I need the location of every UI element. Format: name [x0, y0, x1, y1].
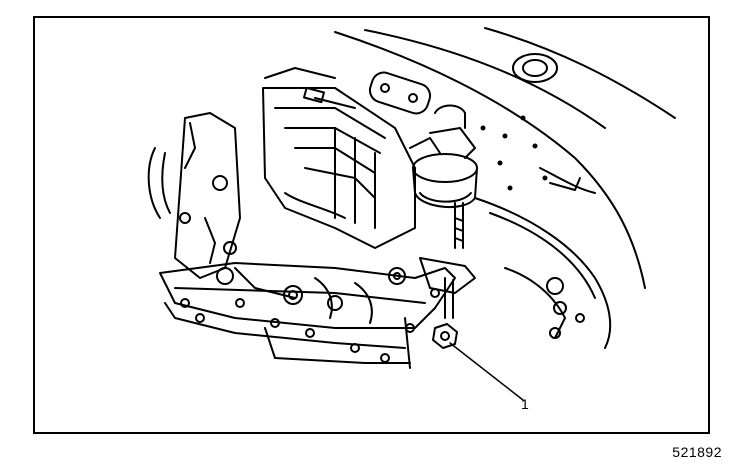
callout-leader-line	[449, 342, 524, 401]
bracket-plate	[368, 71, 432, 115]
callout-number: 1	[521, 396, 529, 412]
engine-mount-illustration	[147, 27, 676, 401]
body-structure	[334, 27, 676, 349]
mount-nut	[432, 323, 458, 349]
engine-block	[262, 67, 416, 249]
rivet-dots	[480, 115, 548, 191]
crossmember	[159, 262, 456, 369]
engine-mount	[409, 104, 478, 319]
illustration-frame: 1	[33, 16, 710, 434]
figure-id: 521892	[672, 444, 722, 460]
engine-side	[147, 112, 241, 279]
